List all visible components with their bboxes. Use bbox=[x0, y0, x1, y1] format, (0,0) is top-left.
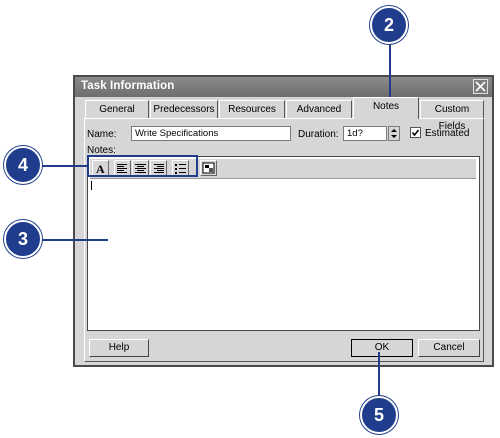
task-information-dialog: Task Information General Predecessors Re… bbox=[73, 75, 494, 367]
callout-5: 5 bbox=[360, 396, 398, 434]
callout-2: 2 bbox=[370, 6, 408, 44]
duration-spinner[interactable] bbox=[388, 126, 400, 141]
callout-5-line bbox=[378, 352, 380, 400]
font-icon: A bbox=[96, 162, 105, 175]
dialog-title: Task Information bbox=[81, 80, 175, 92]
estimated-checkbox[interactable] bbox=[410, 127, 421, 138]
notes-editor[interactable]: A bbox=[87, 156, 480, 331]
align-right-icon bbox=[154, 164, 164, 173]
tab-resources[interactable]: Resources bbox=[219, 100, 285, 118]
check-icon bbox=[411, 129, 420, 137]
duration-label: Duration: bbox=[298, 129, 339, 140]
close-icon bbox=[475, 81, 486, 92]
callout-4-line bbox=[38, 165, 87, 167]
cancel-button[interactable]: Cancel bbox=[418, 339, 480, 357]
estimated-label: Estimated bbox=[425, 128, 470, 139]
duration-field[interactable]: 1d? bbox=[343, 126, 387, 141]
tab-advanced[interactable]: Advanced bbox=[286, 100, 352, 118]
callout-3-line bbox=[38, 239, 108, 241]
callout-2-line bbox=[389, 42, 391, 100]
svg-text:A: A bbox=[96, 162, 105, 175]
notes-label: Notes: bbox=[87, 145, 116, 156]
bullets-button[interactable] bbox=[172, 160, 189, 176]
align-left-icon bbox=[117, 164, 127, 173]
bullet-list-icon bbox=[175, 164, 186, 174]
insert-object-button[interactable] bbox=[200, 160, 217, 176]
name-field[interactable]: Write Specifications bbox=[131, 126, 291, 141]
insert-object-icon bbox=[202, 162, 215, 174]
text-cursor bbox=[91, 181, 92, 190]
help-button[interactable]: Help bbox=[89, 339, 149, 357]
tab-predecessors[interactable]: Predecessors bbox=[150, 100, 218, 118]
close-button[interactable] bbox=[473, 79, 488, 94]
ok-button[interactable]: OK bbox=[351, 339, 413, 357]
toolbar-highlight bbox=[87, 155, 198, 177]
notes-toolbar: A bbox=[90, 159, 476, 179]
align-center-icon bbox=[135, 164, 146, 173]
align-right-button[interactable] bbox=[150, 160, 167, 176]
tab-general[interactable]: General bbox=[85, 100, 149, 118]
tab-notes[interactable]: Notes bbox=[353, 97, 419, 119]
callout-3: 3 bbox=[4, 220, 42, 258]
tab-custom-fields[interactable]: Custom Fields bbox=[420, 100, 484, 132]
name-label: Name: bbox=[87, 129, 117, 140]
spin-arrows-icon bbox=[391, 129, 397, 138]
title-bar[interactable]: Task Information bbox=[75, 77, 492, 97]
align-left-button[interactable] bbox=[114, 160, 131, 176]
callout-4: 4 bbox=[4, 146, 42, 184]
